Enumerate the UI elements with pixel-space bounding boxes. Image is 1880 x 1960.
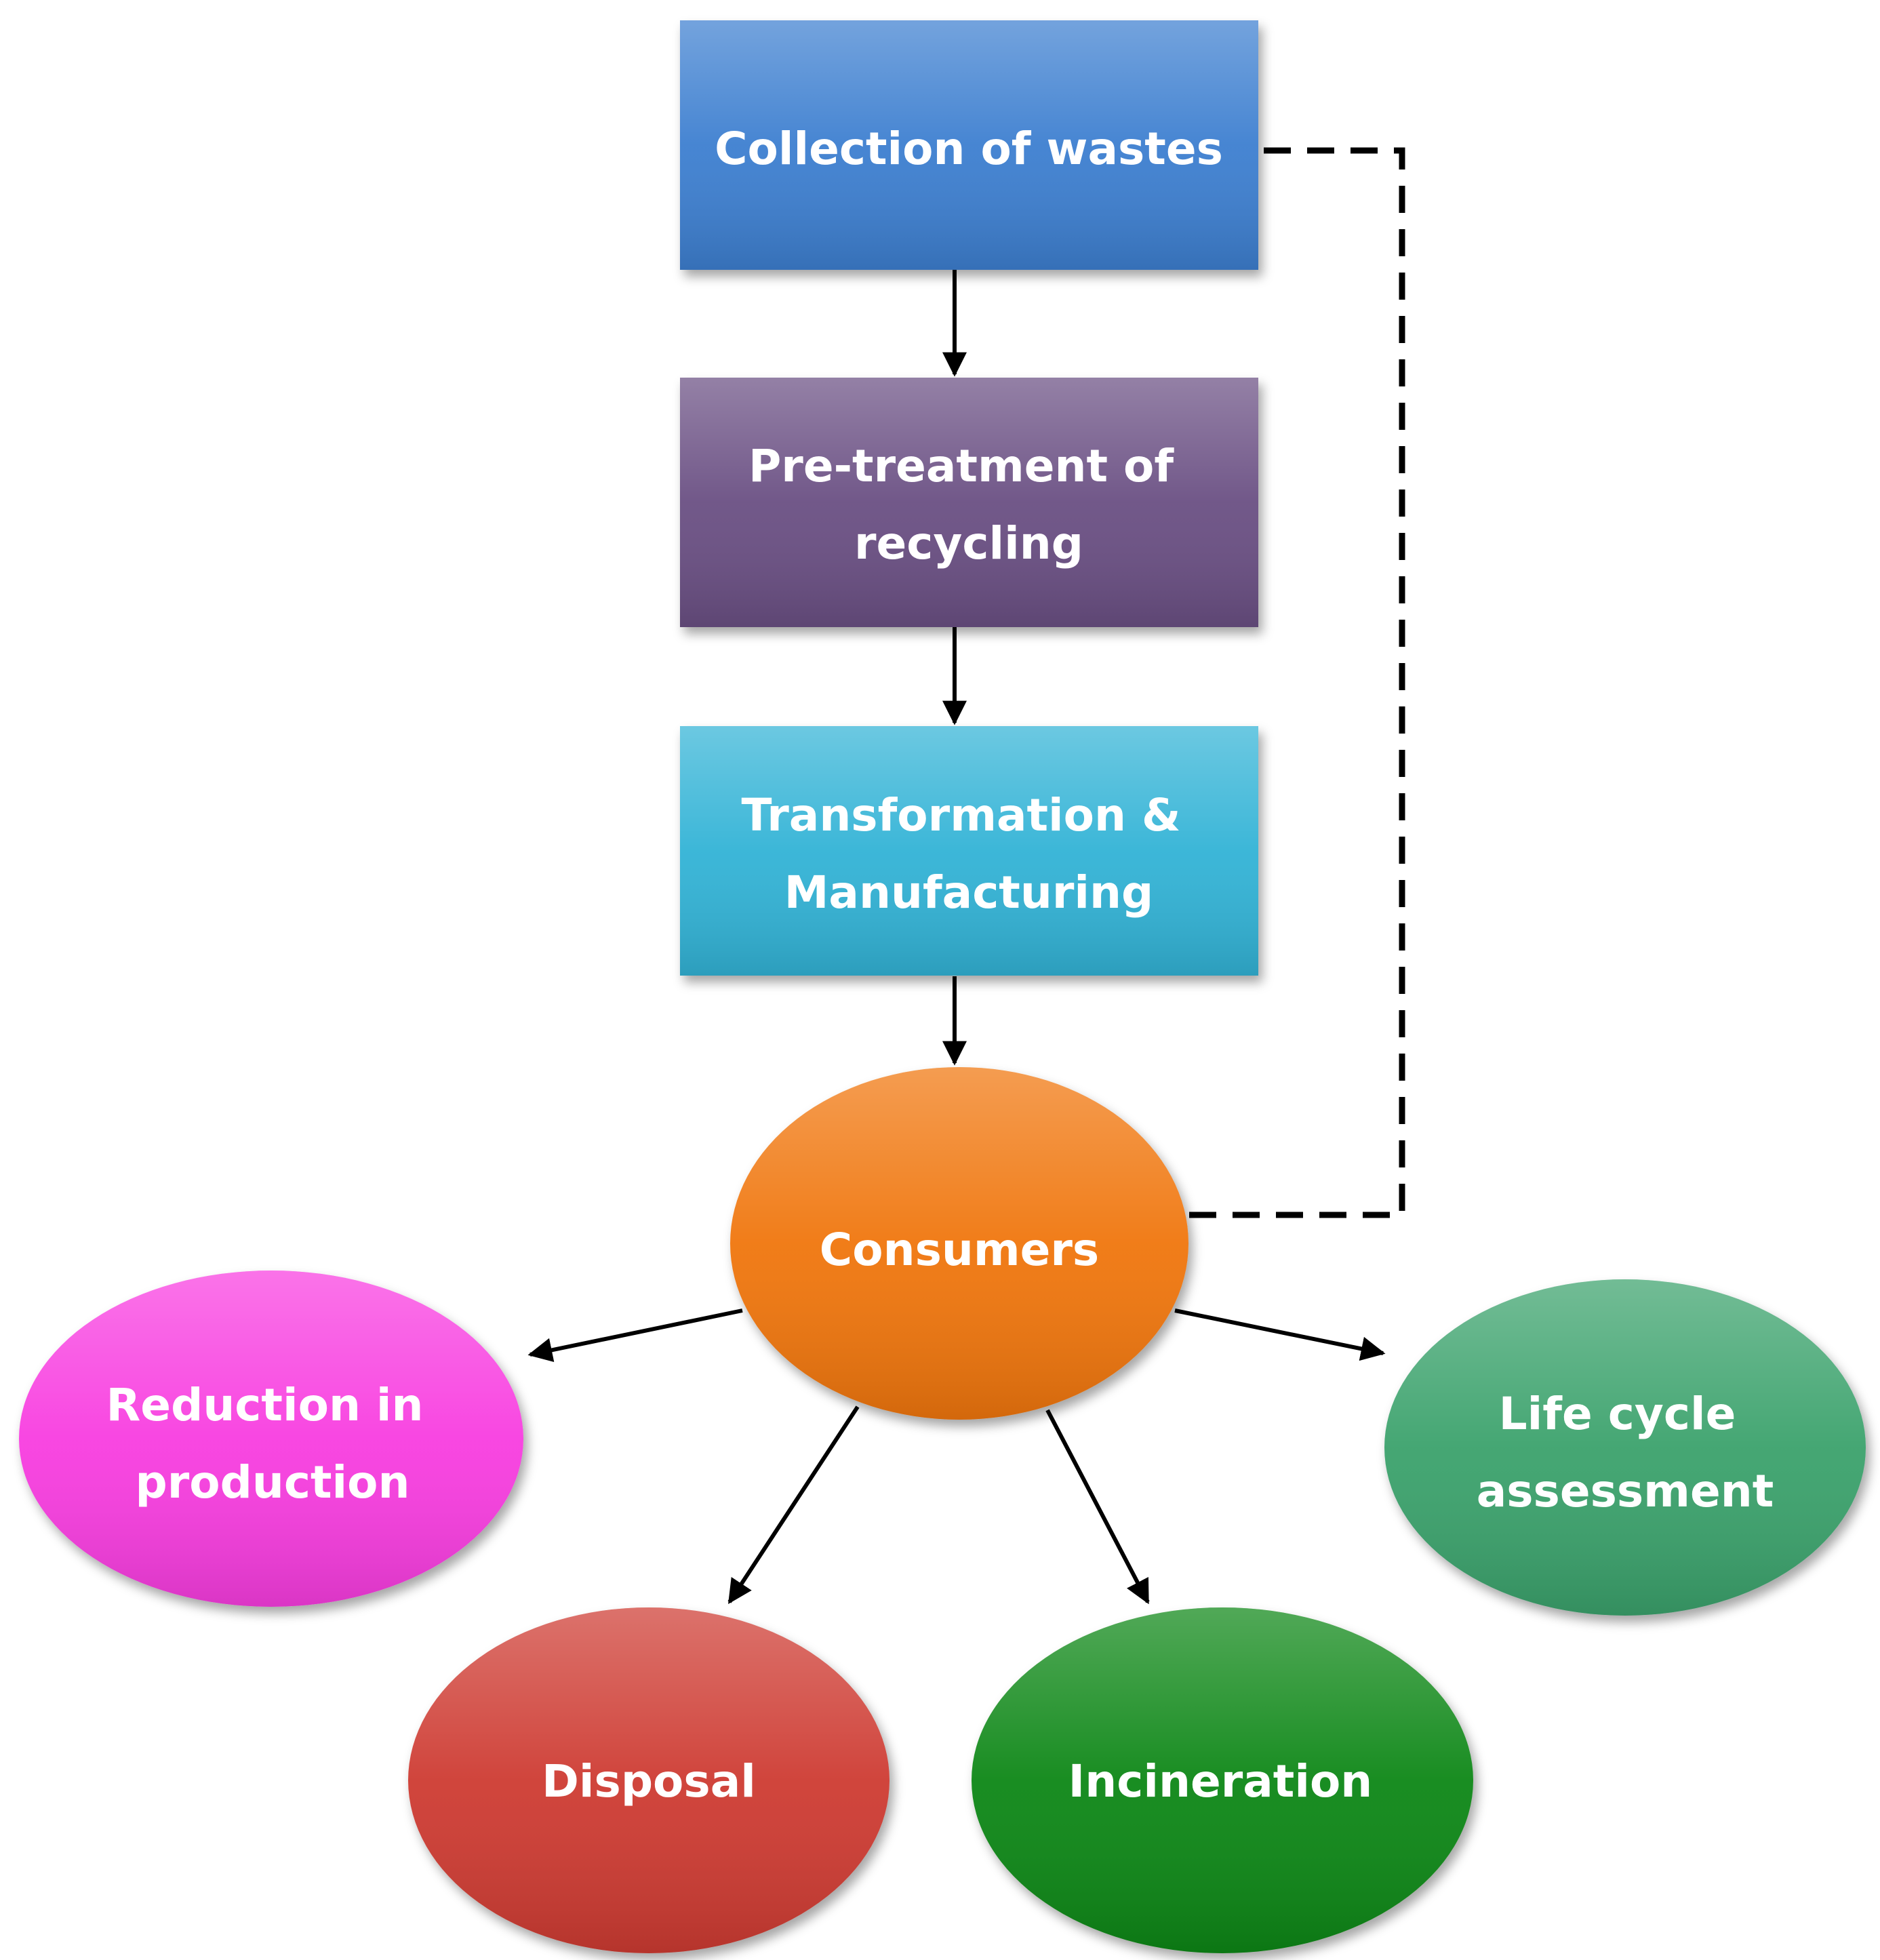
node-reduction-shine <box>19 1271 523 1607</box>
edge-consumers-to-lifecycle <box>1174 1308 1386 1361</box>
node-collection-line-1: Collection of wastes <box>715 123 1223 175</box>
node-consumers-shine <box>730 1067 1188 1420</box>
edge-consumers-to-incineration <box>1045 1409 1150 1605</box>
node-pretreatment: Pre-treatment of recycling <box>680 378 1258 627</box>
node-consumers-line-1: Consumers <box>820 1224 1099 1276</box>
node-lifecycle-line-2: assessment <box>1477 1465 1774 1517</box>
node-collection-label: Collection of wastes <box>715 123 1223 175</box>
node-consumers: Consumers <box>730 1067 1188 1420</box>
node-transformation-shine <box>680 726 1258 976</box>
node-disposal-line-1: Disposal <box>542 1755 756 1807</box>
node-disposal-label: Disposal <box>542 1755 756 1807</box>
node-pretreatment-line-1: Pre-treatment of <box>748 440 1174 492</box>
node-pretreatment-shine <box>680 378 1258 627</box>
node-transformation-label: Transformation & Manufacturing <box>741 789 1196 919</box>
node-reduction-label: Reduction in production <box>106 1379 439 1508</box>
node-incineration-label: Incineration <box>1068 1755 1373 1807</box>
edges <box>527 147 1405 1605</box>
node-lifecycle-shine <box>1384 1279 1866 1616</box>
node-consumers-label: Consumers <box>820 1224 1099 1276</box>
node-lifecycle-label: Life cycle assessment <box>1477 1388 1774 1517</box>
edge-consumers-to-disposal <box>727 1405 860 1605</box>
node-lifecycle: Life cycle assessment <box>1384 1279 1866 1616</box>
node-reduction-line-2: production <box>136 1456 410 1508</box>
node-pretreatment-label: Pre-treatment of recycling <box>748 440 1189 569</box>
node-disposal-shine <box>408 1607 889 1953</box>
node-incineration-shine <box>972 1607 1473 1953</box>
node-collection-shine <box>680 20 1258 270</box>
node-lifecycle-line-1: Life cycle <box>1499 1388 1736 1440</box>
edge-consumers-to-reduction <box>527 1308 743 1363</box>
node-incineration-line-1: Incineration <box>1068 1755 1373 1807</box>
node-transformation-line-1: Transformation & <box>741 789 1180 841</box>
node-disposal: Disposal <box>408 1607 889 1953</box>
node-reduction: Reduction in production <box>19 1271 523 1607</box>
node-transformation: Transformation & Manufacturing <box>680 726 1258 976</box>
edge-consumers-feedback-to-collection <box>1189 147 1405 1218</box>
node-transformation-line-2: Manufacturing <box>784 866 1154 919</box>
node-incineration: Incineration <box>972 1607 1473 1953</box>
node-reduction-line-1: Reduction in <box>106 1379 423 1431</box>
node-collection: Collection of wastes <box>680 20 1258 270</box>
node-pretreatment-line-2: recycling <box>854 517 1083 569</box>
